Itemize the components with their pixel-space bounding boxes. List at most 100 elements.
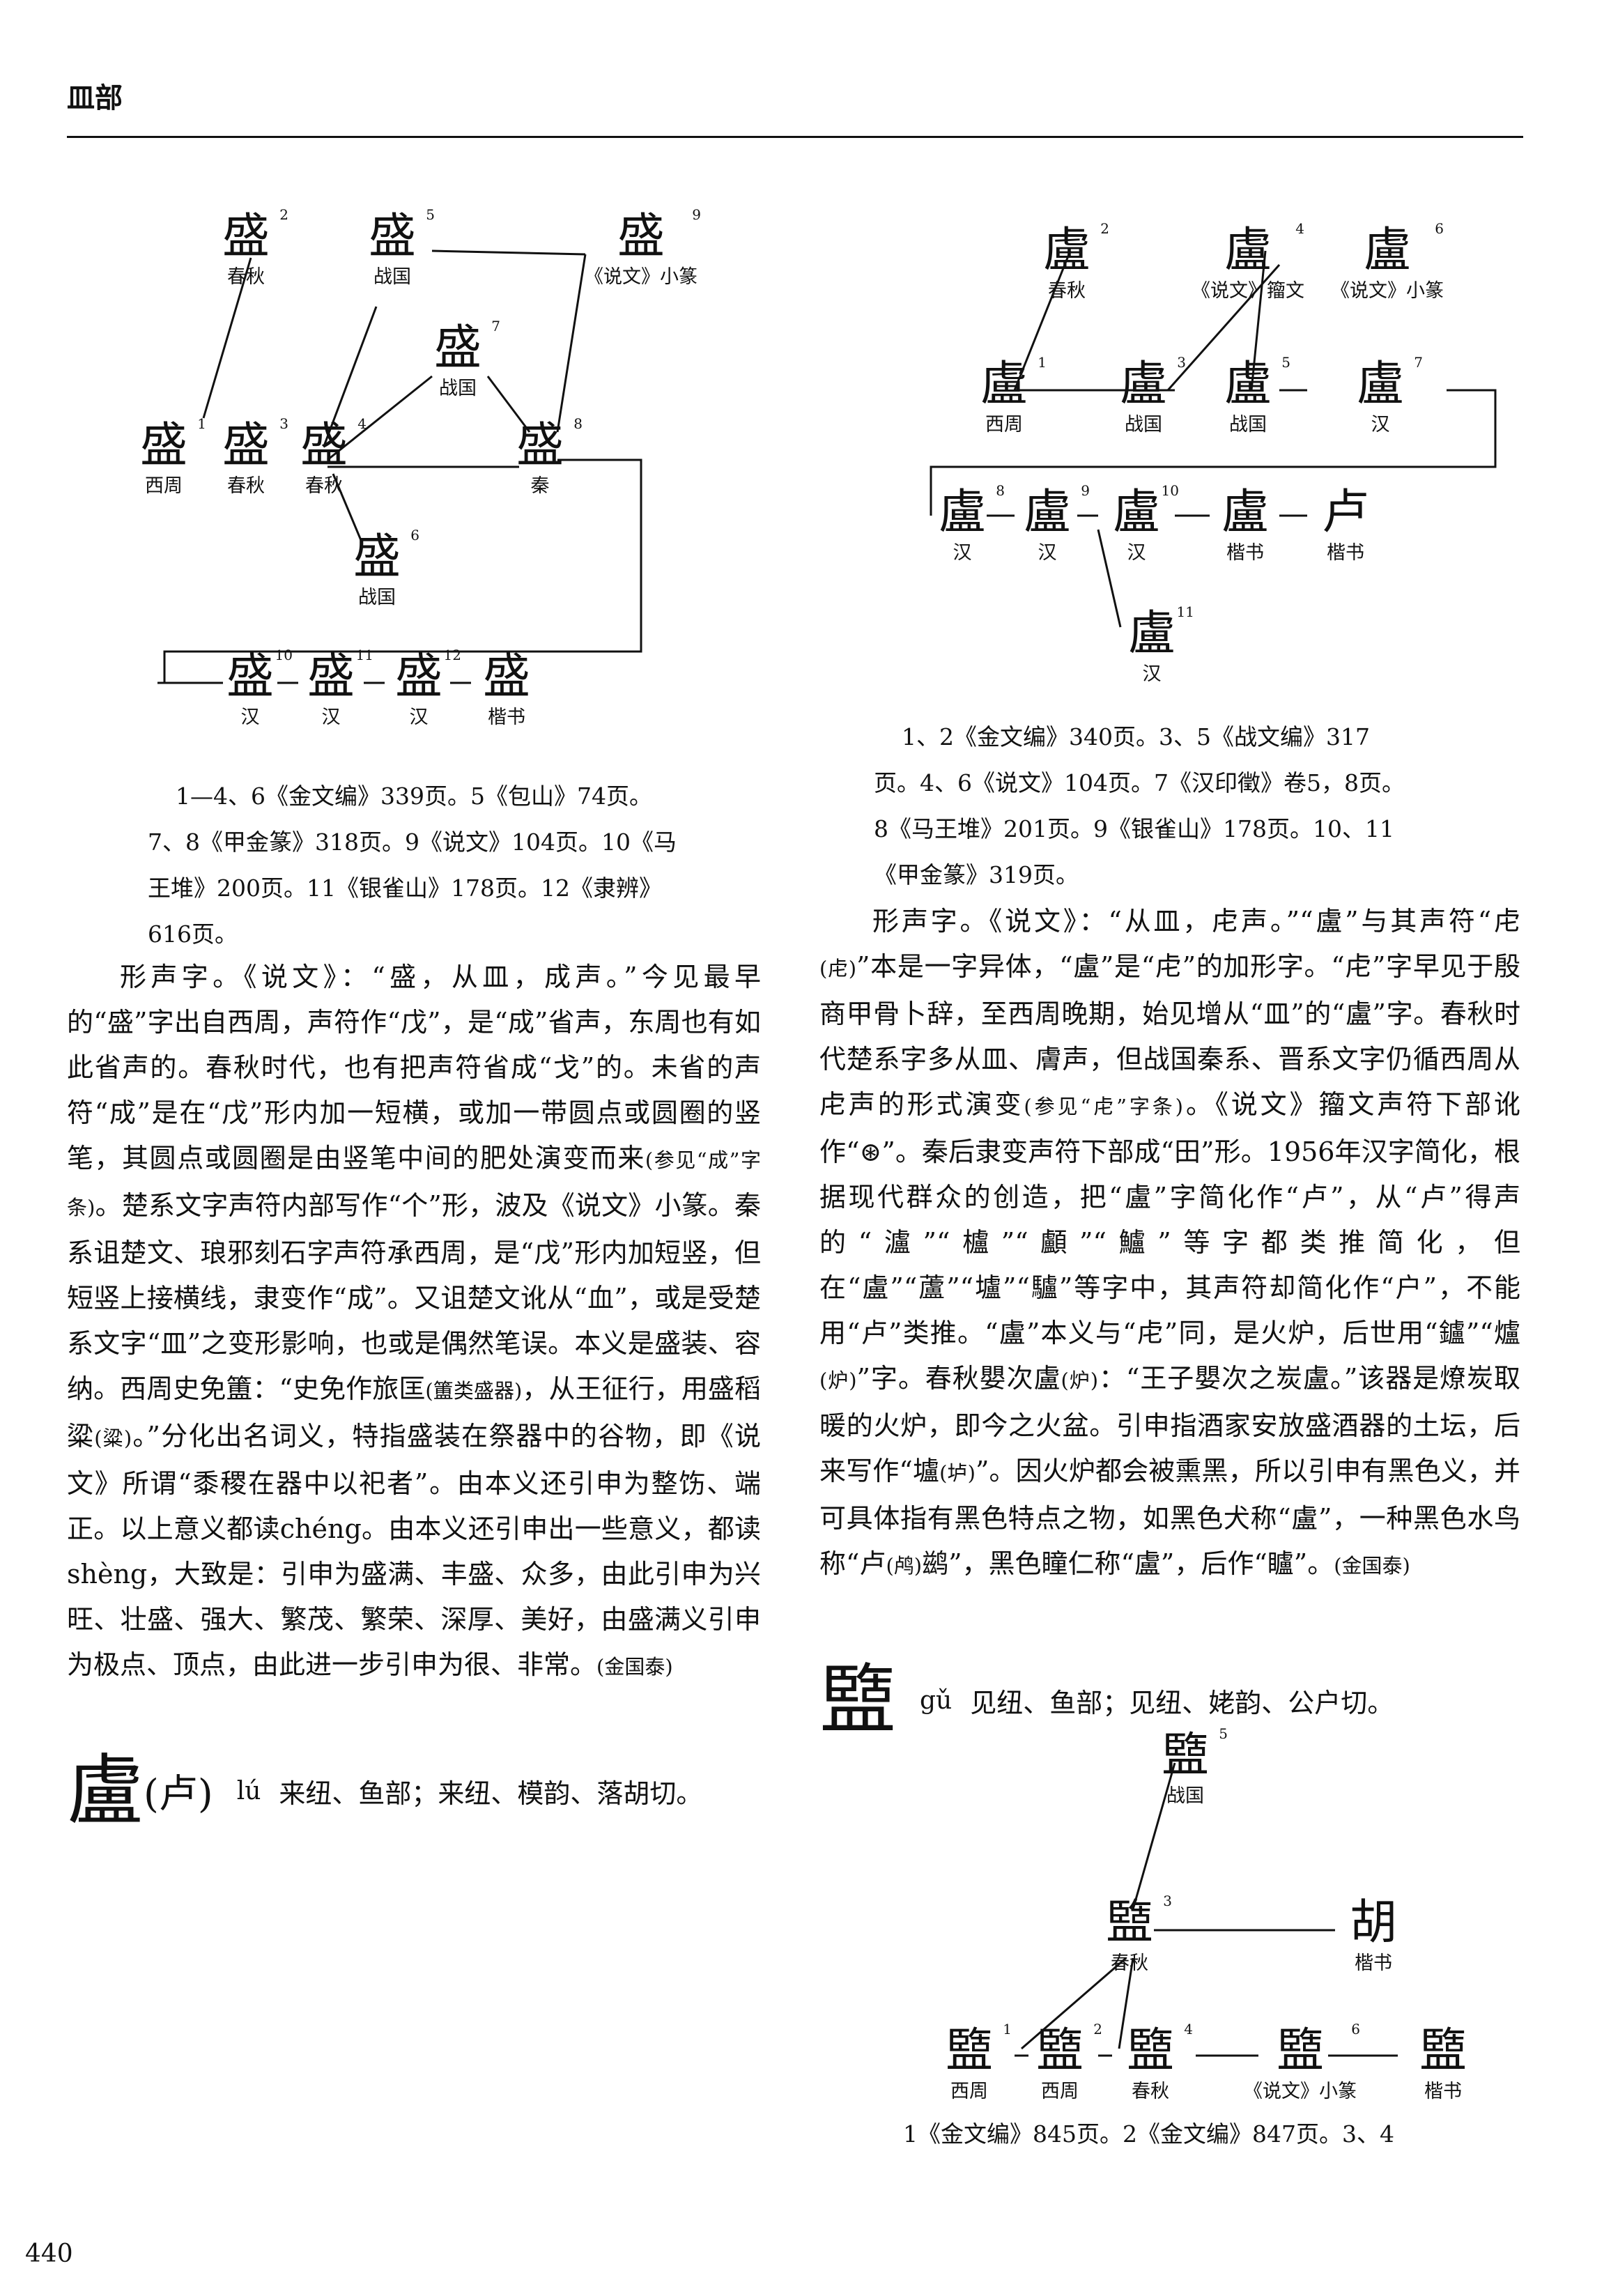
headword: 盧 [67, 1746, 144, 1835]
era-label: 春秋 [1048, 280, 1086, 302]
form-number: 3 [1163, 1893, 1172, 1909]
form-number: 9 [692, 206, 701, 223]
cheng-form-1: 盛 1 西周 [111, 415, 216, 499]
lu-explanation: 形声字。《说文》：“从皿，虍声。”“盧”与其声符“虍 (虍)”本是一字异体，“盧”… [819, 899, 1520, 1589]
text-run: ”。因火炉都会被熏黑，所以引申有黑色义，并可具体指有黑色特点之物，如黑色犬称“盧… [819, 1456, 1520, 1579]
explanation-paragraph: 形声字。《说文》：“从皿，虍声。”“盧”与其声符“虍 (虍)”本是一字异体，“盧”… [819, 899, 1520, 1589]
form-number: 2 [1093, 2021, 1102, 2037]
text-run: ”本是一字异体，“盧”是“虍”的加形字。“虍”字早见于殷商甲骨卜辞，至西周晚期，… [819, 951, 1520, 1120]
gu-form-kaishu-hu: 胡 楷书 [1321, 1895, 1426, 1976]
form-number: 6 [1435, 220, 1444, 237]
ancient-glyph: 盛 [394, 649, 442, 704]
era-label: 战国 [1125, 414, 1162, 436]
lu-form-7: 盧 7 汉 [1328, 354, 1433, 438]
form-number: 4 [1184, 2021, 1193, 2037]
ancient-glyph: 盧 [1363, 223, 1411, 278]
reference-line: 8《马王堆》201页。9《银雀山》178页。10、11 [874, 815, 1394, 842]
phonology: 来纽、鱼部；来纽、模韵、落胡切。 [279, 1778, 703, 1809]
lu-form-2: 盧 2 春秋 [1015, 220, 1119, 304]
era-label: 西周 [985, 414, 1023, 436]
cheng-form-kaishu: 盛 楷书 [454, 649, 559, 730]
cheng-form-5: 盛 5 战国 [340, 206, 445, 290]
form-number: 12 [443, 647, 461, 663]
form-number: 1 [1003, 2021, 1012, 2037]
lu-source-references: 1、2《金文编》340页。3、5《战文编》317 页。4、6《说文》104页。7… [874, 714, 1501, 898]
era-label: 汉 [409, 707, 429, 728]
lu-form-3: 盧 3 战国 [1091, 354, 1196, 438]
lu-form-kaishu-simplified: 卢 楷书 [1293, 485, 1398, 566]
lu-form-8: 盧 8 汉 [910, 482, 1015, 566]
kaishu-glyph: 盧 [1221, 485, 1269, 540]
kaishu-glyph: 卢 [1321, 485, 1369, 540]
kaishu-glyph: 盛 [482, 649, 530, 704]
ancient-glyph: 盧 [1224, 357, 1272, 412]
era-label: 汉 [1371, 414, 1390, 436]
lu-form-1: 盧 1 西周 [952, 354, 1056, 438]
ancient-glyph: 盛 [226, 649, 274, 704]
pinyin: lú [236, 1776, 261, 1805]
form-number: 8 [573, 415, 583, 432]
section-header: 皿部 [67, 82, 123, 114]
ancient-glyph: 盛 [516, 418, 564, 473]
form-number: 4 [357, 415, 367, 432]
era-label: 《说文》籀文 [1192, 280, 1304, 302]
era-label: 楷书 [1226, 542, 1264, 564]
era-label: 战国 [373, 266, 411, 288]
ancient-glyph: 盧 [1023, 485, 1071, 540]
gu-form-5: 盬 5 战国 [1133, 1725, 1238, 1809]
era-label: 汉 [1142, 663, 1162, 685]
cheng-form-4: 盛 4 春秋 [272, 415, 376, 499]
era-label: 战国 [358, 587, 396, 608]
form-number: 4 [1295, 220, 1304, 237]
ancient-glyph: 盛 [222, 418, 270, 473]
form-number: 3 [1177, 354, 1186, 371]
ancient-glyph: 盧 [938, 485, 986, 540]
ancient-glyph: 盛 [368, 209, 416, 264]
form-number: 7 [491, 318, 500, 334]
annotation-run: (簠类盛器) [425, 1379, 523, 1403]
kaishu-glyph: 胡 [1349, 1895, 1397, 1950]
cheng-form-8: 盛 8 秦 [488, 415, 592, 499]
gu-form-kaishu: 盬 楷书 [1391, 2024, 1495, 2104]
lu-form-4: 盧 4 《说文》籀文 [1182, 220, 1314, 304]
era-label: 西周 [1041, 2081, 1079, 2102]
form-number: 7 [1414, 354, 1423, 371]
reference-line: 1—4、6《金文编》339页。5《包山》74页。 [176, 783, 652, 810]
annotation-run: (炉) [1061, 1369, 1099, 1392]
ancient-glyph: 盧 [980, 357, 1028, 412]
ancient-glyph: 盛 [433, 321, 481, 376]
ancient-glyph: 盛 [300, 418, 348, 473]
gu-evolution-diagram: 盬 5 战国 盬 3 春秋 胡 楷书 盬 1 西周 盬 2 西周 盬 4 春秋 … [806, 1725, 1611, 2118]
text-run: ：“王子嬰次之炭盧。”该器是燎炭取暖的火炉，即今之火盆。引申指酒家安放盛酒器的土… [819, 1363, 1520, 1486]
cheng-form-2: 盛 2 春秋 [194, 206, 298, 290]
text-run: ，从王征行，用盛稻粱 [67, 1373, 761, 1451]
era-label: 《说文》小篆 [1331, 280, 1444, 302]
text-run: 。《说文》籀文声符下部讹作“⊛”。秦后隶变声符下部成“田”形。1956年汉字简化… [819, 1089, 1520, 1348]
ancient-glyph: 盬 [1035, 2024, 1084, 2079]
era-label: 春秋 [1111, 1952, 1148, 1974]
era-label: 《说文》小篆 [1244, 2081, 1357, 2102]
reference-line: 王堆》200页。11《银雀山》178页。12《隶辨》 [148, 875, 662, 902]
annotation-run: (参见“成”字条) [67, 1148, 761, 1219]
cheng-explanation: 形声字。《说文》：“盛，从皿，成声。”今见最早的“盛”字出自西周，声符作“戊”，… [67, 955, 761, 1690]
era-label: 西周 [145, 475, 183, 497]
era-label: 战国 [1166, 1785, 1204, 1807]
reference-line: 616页。 [148, 920, 238, 948]
era-label: 楷书 [1327, 542, 1364, 564]
author-credit: (金国泰) [596, 1655, 673, 1679]
ancient-glyph: 盛 [139, 418, 187, 473]
ancient-glyph: 盛 [222, 209, 270, 264]
cheng-source-references: 1—4、6《金文编》339页。5《包山》74页。 7、8《甲金篆》318页。9《… [148, 773, 775, 957]
lu-form-9: 盧 9 汉 [995, 482, 1100, 566]
cheng-form-12: 盛 12 汉 [367, 647, 471, 730]
era-label: 楷书 [488, 707, 525, 728]
cheng-connector-lines [157, 249, 642, 684]
gu-form-2: 盬 2 西周 [1008, 2021, 1112, 2104]
page-number: 440 [25, 2240, 73, 2268]
form-number: 1 [197, 415, 206, 432]
annotation-run: (虍) [819, 957, 857, 980]
author-credit: (金国泰) [1334, 1554, 1410, 1578]
gu-connector-lines [1015, 1762, 1398, 2057]
simplified-variant: (卢) [144, 1771, 213, 1817]
text-run: 形声字。《说文》：“从皿，虍声。”“盧”与其声符“虍 [872, 906, 1520, 937]
